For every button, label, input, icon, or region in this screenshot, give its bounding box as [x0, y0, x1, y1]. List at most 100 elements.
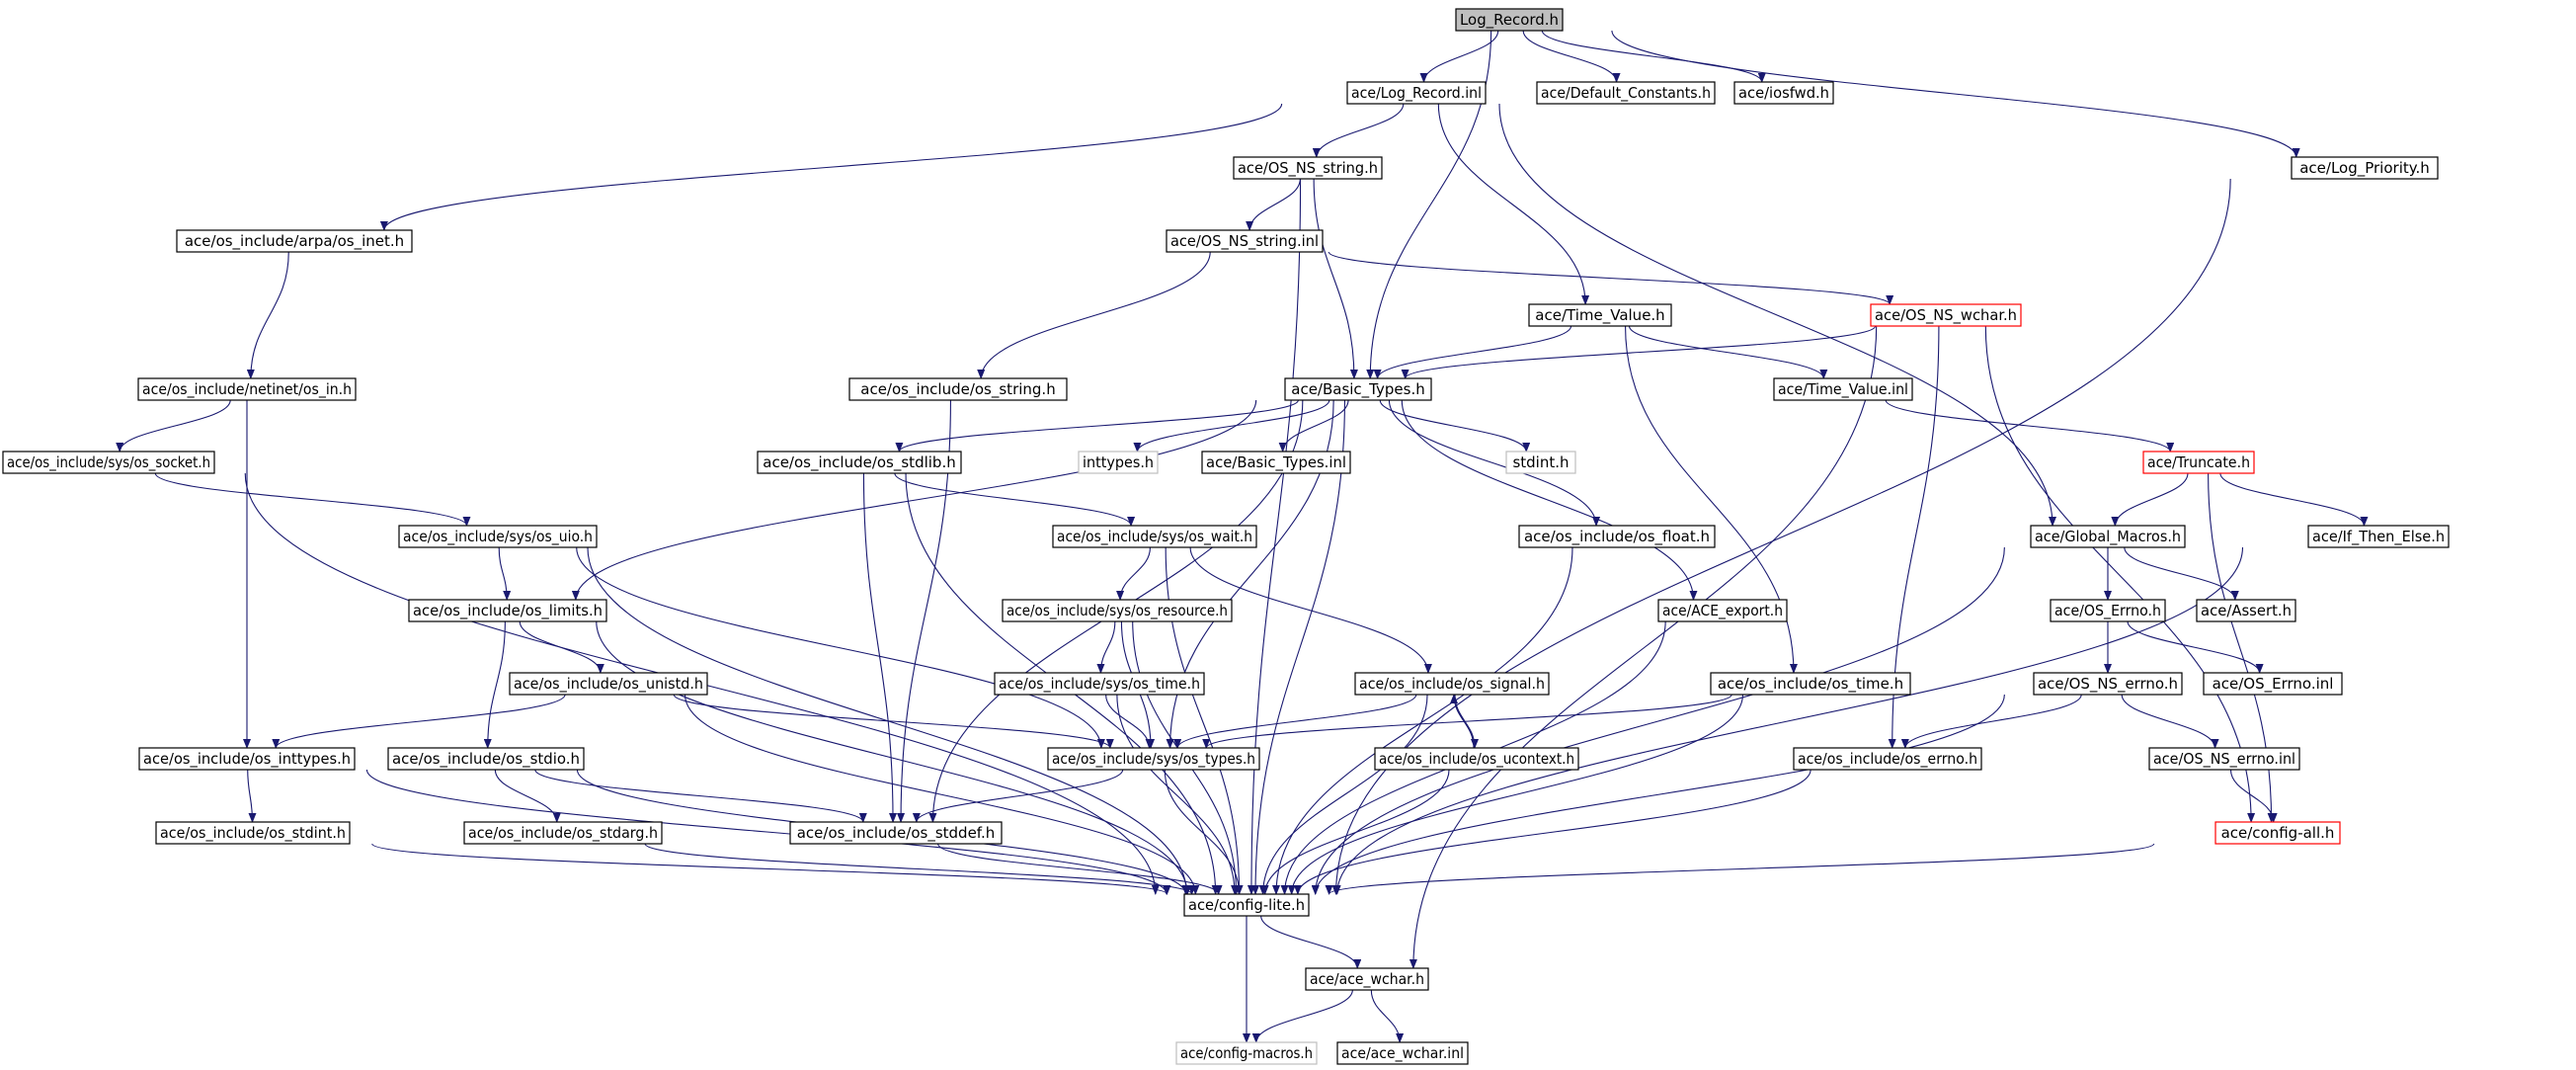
node-os-float[interactable]: ace/os_include/os_float.h: [1518, 525, 1716, 548]
node-os-stdarg[interactable]: ace/os_include/os_stdarg.h: [463, 821, 663, 845]
node-box: [2030, 525, 2186, 548]
node-global-macros[interactable]: ace/Global_Macros.h: [2030, 525, 2186, 548]
node-stdint-h[interactable]: stdint.h: [1505, 451, 1576, 474]
node-assert[interactable]: ace/Assert.h: [2196, 599, 2296, 622]
node-box: [176, 229, 413, 253]
dependency-edge-time-value-h-to-basic-types-h: [1373, 325, 1572, 379]
node-os-errno-h[interactable]: ace/OS_Errno.h: [2050, 599, 2166, 622]
node-arpa-inet[interactable]: ace/os_include/arpa/os_inet.h: [176, 229, 413, 253]
dependency-edge-os-ns-wchar-to-basic-types-h: [1401, 325, 1877, 379]
node-label: ace/Basic_Types.inl: [1206, 453, 1346, 472]
node-label: ace/os_include/os_time.h: [1718, 675, 1903, 694]
node-os-time[interactable]: ace/os_include/os_time.h: [1710, 672, 1911, 696]
dependency-edge-os-ns-string-h-to-os-ns-string-inl: [1246, 178, 1301, 231]
node-label: ace/os_include/os_stddef.h: [797, 824, 996, 843]
node-os-ns-string-h[interactable]: ace/OS_NS_string.h: [1233, 156, 1383, 180]
node-os-inttypes[interactable]: ace/os_include/os_inttypes.h: [138, 747, 356, 771]
node-os-ns-wchar[interactable]: ace/OS_NS_wchar.h: [1870, 303, 2022, 327]
node-time-value-h[interactable]: ace/Time_Value.h: [1528, 303, 1672, 327]
node-os-stdlib[interactable]: ace/os_include/os_stdlib.h: [757, 451, 962, 474]
node-box: [2142, 451, 2255, 474]
node-iosfwd[interactable]: ace/iosfwd.h: [1733, 81, 1834, 105]
node-os-unistd[interactable]: ace/os_include/os_unistd.h: [509, 672, 708, 696]
node-label: ace/os_include/sys/os_uio.h: [403, 528, 593, 546]
node-os-string[interactable]: ace/os_include/os_string.h: [848, 377, 1068, 401]
node-if-then-else[interactable]: ace/If_Then_Else.h: [2307, 525, 2450, 548]
dependency-edge-sys-uio-to-sys-types: [576, 546, 1105, 749]
node-basic-types-inl[interactable]: ace/Basic_Types.inl: [1201, 451, 1351, 474]
dependency-edge-os-errno-h-to-os-errno-inl: [2127, 620, 2264, 674]
node-box: [1354, 672, 1550, 696]
node-label: ace/os_include/os_string.h: [860, 380, 1055, 399]
node-label: ace/os_include/os_errno.h: [1798, 750, 1977, 769]
node-log-record-h[interactable]: Log_Record.h: [1455, 8, 1564, 32]
node-inttypes-h[interactable]: inttypes.h: [1078, 451, 1159, 474]
node-label: ace/config-lite.h: [1188, 896, 1305, 914]
node-os-stdio[interactable]: ace/os_include/os_stdio.h: [387, 747, 585, 771]
dependency-edge-sys-types-to-os-stddef: [912, 769, 1124, 823]
dependency-edge-basic-types-h-to-os-limits: [571, 399, 1257, 601]
node-label: ace/Assert.h: [2201, 602, 2292, 619]
node-os-stddef[interactable]: ace/os_include/os_stddef.h: [789, 821, 1003, 845]
dependency-edge-os-unistd-to-config-lite: [684, 694, 1200, 895]
dependency-edge-log-record-inl-to-os-ns-string-h: [1312, 103, 1405, 158]
node-os-ns-errno-inl[interactable]: ace/OS_NS_errno.inl: [2148, 747, 2300, 771]
node-box: [1336, 1041, 1469, 1065]
node-config-lite[interactable]: ace/config-lite.h: [1183, 893, 1310, 917]
node-label: ace/Log_Record.inl: [1351, 84, 1482, 103]
node-box: [2307, 525, 2450, 548]
node-box: [1201, 451, 1351, 474]
node-default-constants[interactable]: ace/Default_Constants.h: [1536, 81, 1716, 105]
node-label: ace/Time_Value.inl: [1778, 380, 1908, 399]
node-ace-wchar-h[interactable]: ace/ace_wchar.h: [1305, 967, 1429, 991]
node-label: ace/os_include/sys/os_socket.h: [7, 453, 210, 472]
node-ace-wchar-inl[interactable]: ace/ace_wchar.inl: [1336, 1041, 1469, 1065]
node-box: [155, 821, 351, 845]
node-os-signal[interactable]: ace/os_include/os_signal.h: [1354, 672, 1550, 696]
node-sys-wait[interactable]: ace/os_include/sys/os_wait.h: [1052, 525, 1257, 548]
node-time-value-inl[interactable]: ace/Time_Value.inl: [1773, 377, 1913, 401]
node-label: ace/OS_NS_wchar.h: [1875, 306, 2017, 325]
node-netinet-in[interactable]: ace/os_include/netinet/os_in.h: [137, 377, 357, 401]
node-sys-resource[interactable]: ace/os_include/sys/os_resource.h: [1002, 599, 1233, 622]
node-os-ns-string-inl[interactable]: ace/OS_NS_string.inl: [1166, 229, 1324, 253]
dependency-edge-time-value-h-to-time-value-inl: [1628, 325, 1828, 379]
node-os-errno-inl[interactable]: ace/OS_Errno.inl: [2203, 672, 2343, 696]
node-basic-types-h[interactable]: ace/Basic_Types.h: [1284, 377, 1432, 401]
node-label: ace/ace_wchar.h: [1310, 970, 1424, 989]
node-box: [1047, 747, 1260, 771]
node-sys-uio[interactable]: ace/os_include/sys/os_uio.h: [398, 525, 598, 548]
node-box: [387, 747, 585, 771]
node-box: [1002, 599, 1233, 622]
dependency-edge-os-inttypes-to-config-lite: [365, 769, 1170, 895]
dependency-edge-basic-types-h-to-basic-types-inl: [1278, 399, 1349, 453]
node-box: [1505, 451, 1576, 474]
node-log-record-inl[interactable]: ace/Log_Record.inl: [1346, 81, 1487, 105]
dependency-edge-os-stdint-to-config-lite: [371, 843, 1171, 895]
dependency-edge-os-limits-to-config-lite: [596, 620, 1192, 895]
dependency-edge-ace-wchar-h-to-ace-wchar-inl: [1370, 989, 1405, 1043]
node-ace-export[interactable]: ace/ACE_export.h: [1657, 599, 1788, 622]
node-os-limits[interactable]: ace/os_include/os_limits.h: [408, 599, 607, 622]
node-truncate[interactable]: ace/Truncate.h: [2142, 451, 2255, 474]
node-os-ucontext[interactable]: ace/os_include/os_ucontext.h: [1374, 747, 1579, 771]
node-label: ace/os_include/os_float.h: [1524, 528, 1710, 546]
node-box: [463, 821, 663, 845]
node-config-macros[interactable]: ace/config-macros.h: [1175, 1041, 1318, 1065]
node-sys-time[interactable]: ace/os_include/sys/os_time.h: [994, 672, 1205, 696]
node-os-ns-errno-h[interactable]: ace/OS_NS_errno.h: [2033, 672, 2183, 696]
node-os-errno-inc[interactable]: ace/os_include/os_errno.h: [1793, 747, 1982, 771]
node-sys-socket[interactable]: ace/os_include/sys/os_socket.h: [2, 451, 215, 474]
node-box: [398, 525, 598, 548]
node-box: [2214, 821, 2341, 845]
node-log-priority[interactable]: ace/Log_Priority.h: [2291, 156, 2439, 180]
dependency-edge-sys-socket-to-sys-uio: [154, 472, 471, 527]
node-sys-types[interactable]: ace/os_include/sys/os_types.h: [1047, 747, 1260, 771]
node-config-all[interactable]: ace/config-all.h: [2214, 821, 2341, 845]
node-label: ace/os_include/netinet/os_in.h: [142, 380, 352, 399]
node-label: ace/os_include/os_stdarg.h: [468, 824, 658, 843]
dependency-edge-truncate-to-if-then-else: [2219, 472, 2369, 527]
node-label: ace/Log_Priority.h: [2299, 159, 2430, 178]
node-os-stdint[interactable]: ace/os_include/os_stdint.h: [155, 821, 351, 845]
